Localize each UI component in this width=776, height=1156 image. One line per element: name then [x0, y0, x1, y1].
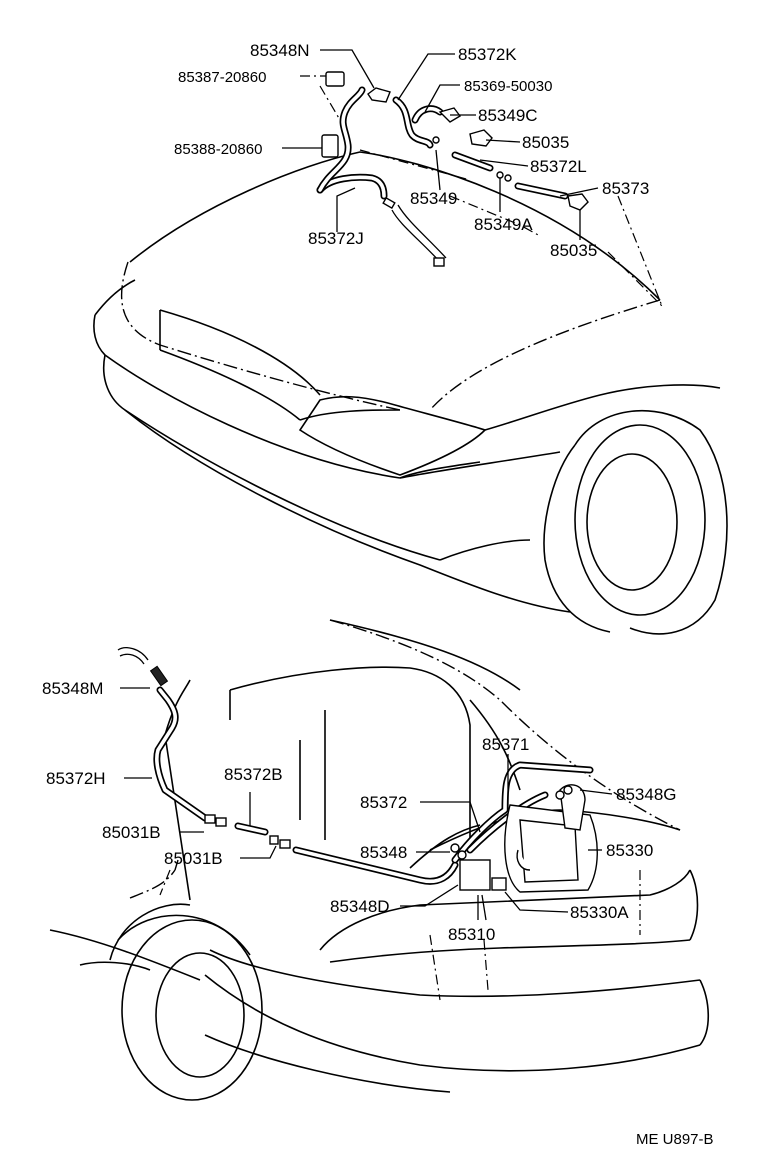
- label-85349A: 85349A: [474, 215, 533, 234]
- label-85035-upper: 85035: [522, 133, 569, 152]
- label-85372K: 85372K: [458, 45, 517, 64]
- rear-label-group: 85348M 85372H 85372B 85031B 85031B 85371…: [42, 679, 677, 944]
- front-label-group: 85348N 85387-20860 85388-20860 85372J 85…: [174, 41, 649, 260]
- label-85388-20860: 85388-20860: [174, 141, 262, 158]
- front-hoses: [316, 86, 569, 267]
- label-85372H: 85372H: [46, 769, 106, 788]
- label-85310: 85310: [448, 925, 495, 944]
- label-85372L: 85372L: [530, 157, 587, 176]
- label-85371: 85371: [482, 735, 529, 754]
- label-85372B: 85372B: [224, 765, 283, 784]
- rear-car-outline: [49, 619, 710, 1101]
- rear-hoses: [117, 647, 594, 885]
- rear-leaders: [120, 687, 641, 1001]
- front-car-outline: [93, 151, 728, 635]
- label-85348M: 85348M: [42, 679, 103, 698]
- label-85031B-lower: 85031B: [164, 849, 223, 868]
- label-85330A: 85330A: [570, 903, 629, 922]
- label-85031B-upper: 85031B: [102, 823, 161, 842]
- label-85348D: 85348D: [330, 897, 390, 916]
- label-85348G: 85348G: [616, 785, 677, 804]
- label-85372: 85372: [360, 793, 407, 812]
- label-85348: 85348: [360, 843, 407, 862]
- label-85035-lower: 85035: [550, 241, 597, 260]
- label-85349: 85349: [410, 189, 457, 208]
- label-85330: 85330: [606, 841, 653, 860]
- label-85349C: 85349C: [478, 106, 538, 125]
- washer-tank: [450, 784, 598, 893]
- label-85373: 85373: [602, 179, 649, 198]
- label-85387-20860: 85387-20860: [178, 69, 266, 86]
- label-85369-50030: 85369-50030: [464, 78, 552, 95]
- reference-code: ME U897-B: [636, 1131, 714, 1148]
- label-85348N: 85348N: [250, 41, 310, 60]
- front-leaders: [282, 49, 663, 307]
- label-85372J: 85372J: [308, 229, 364, 248]
- front-parts: [321, 71, 589, 211]
